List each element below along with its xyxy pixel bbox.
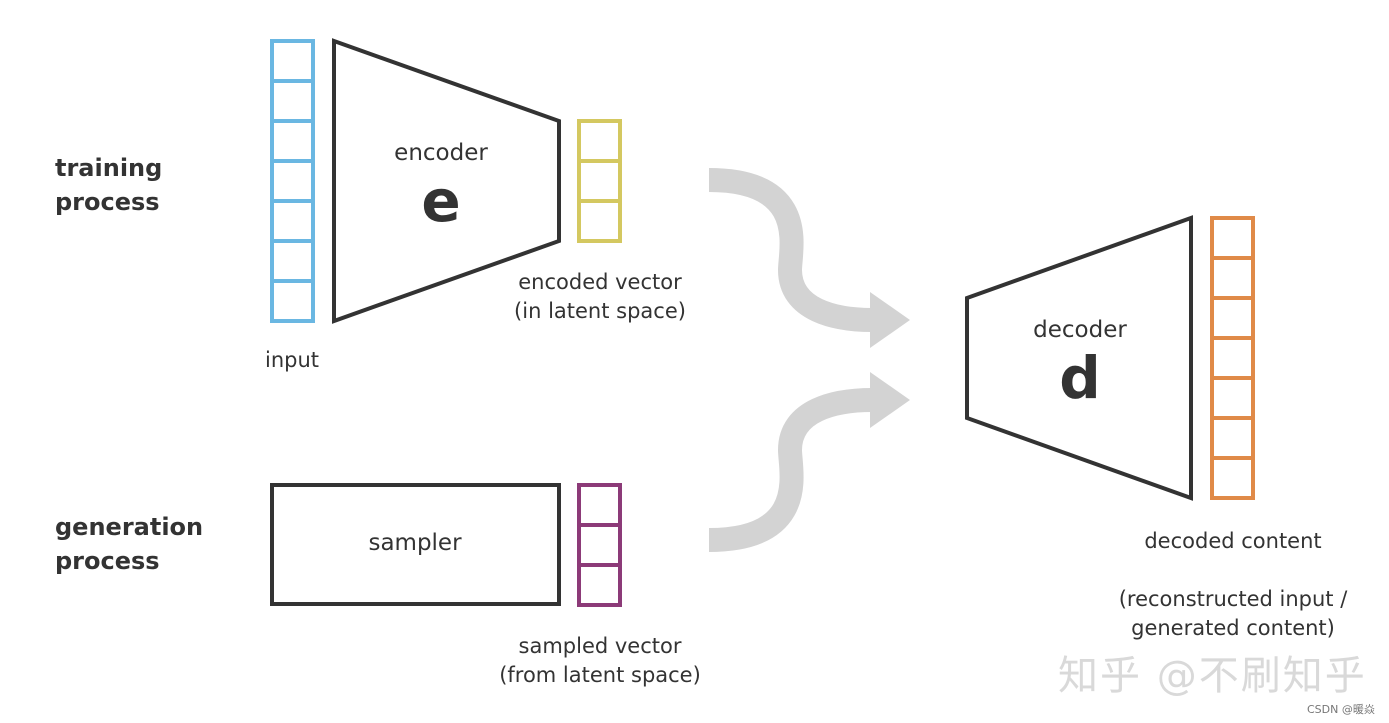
encoded-vector-cell [577, 119, 622, 163]
input-label: input [264, 348, 320, 372]
decoded-vector-cell [1210, 296, 1255, 340]
input-vector-cell [270, 119, 315, 163]
encoder-shape [332, 38, 561, 324]
encoded-vector-cell [577, 159, 622, 203]
sampled-vector-label-line-1: sampled vector [518, 634, 682, 658]
sampled-to-decoder-arrow [708, 388, 873, 552]
input-vector-cell [270, 279, 315, 323]
decoded-note-line-2: generated content) [1131, 616, 1335, 640]
sampler-label: sampler [368, 530, 462, 556]
encoder-label: encoder [394, 140, 488, 166]
encoder-letter: e [421, 167, 461, 235]
decoded-note: (reconstructed input / generated content… [1119, 585, 1348, 643]
decoded-vector-cell [1210, 256, 1255, 300]
csdn-credit: CSDN @暖焱 [1307, 703, 1375, 716]
encoded-vector-label-line-2: (in latent space) [514, 299, 686, 323]
decoded-content-label: decoded content [1144, 529, 1322, 553]
decoded-vector-cell [1210, 216, 1255, 260]
input-vector-cell [270, 199, 315, 243]
input-vector-cell [270, 39, 315, 83]
decoded-vector-cell [1210, 416, 1255, 460]
generation-process-label: generation process [55, 510, 203, 578]
training-process-label: training process [55, 151, 162, 219]
sampled-vector-cell [577, 483, 622, 527]
training-label-line-2: process [55, 188, 160, 216]
input-vector-cell [270, 79, 315, 123]
input-vector [270, 39, 315, 323]
encoded-vector-label: encoded vector (in latent space) [514, 268, 686, 326]
sampled-vector-label: sampled vector (from latent space) [499, 632, 701, 690]
decoded-vector-cell [1210, 376, 1255, 420]
sampled-vector [577, 483, 622, 607]
decoder-letter: d [1059, 344, 1101, 412]
zhihu-watermark: 知乎 @不刷知乎 [1058, 653, 1367, 699]
generation-label-line-1: generation [55, 513, 204, 541]
decoder-label: decoder [1033, 317, 1127, 343]
encoded-to-decoder-arrow [708, 168, 873, 332]
encoded-to-decoder-arrowhead [870, 292, 910, 348]
sampled-vector-cell [577, 523, 622, 567]
generation-label-line-2: process [55, 547, 160, 575]
decoded-note-line-1: (reconstructed input / [1118, 587, 1348, 611]
decoder-shape [965, 215, 1193, 501]
encoded-vector-label-line-1: encoded vector [518, 270, 682, 294]
encoded-vector [577, 119, 622, 243]
input-vector-cell [270, 239, 315, 283]
sampled-vector-cell [577, 563, 622, 607]
sampler-box [270, 483, 561, 606]
encoded-vector-cell [577, 199, 622, 243]
training-label-line-1: training [55, 154, 163, 182]
input-vector-cell [270, 159, 315, 203]
decoded-vector-cell [1210, 456, 1255, 500]
decoded-vector [1210, 216, 1255, 500]
decoded-vector-cell [1210, 336, 1255, 380]
sampled-to-decoder-arrowhead [870, 372, 910, 428]
sampled-vector-label-line-2: (from latent space) [499, 663, 701, 687]
